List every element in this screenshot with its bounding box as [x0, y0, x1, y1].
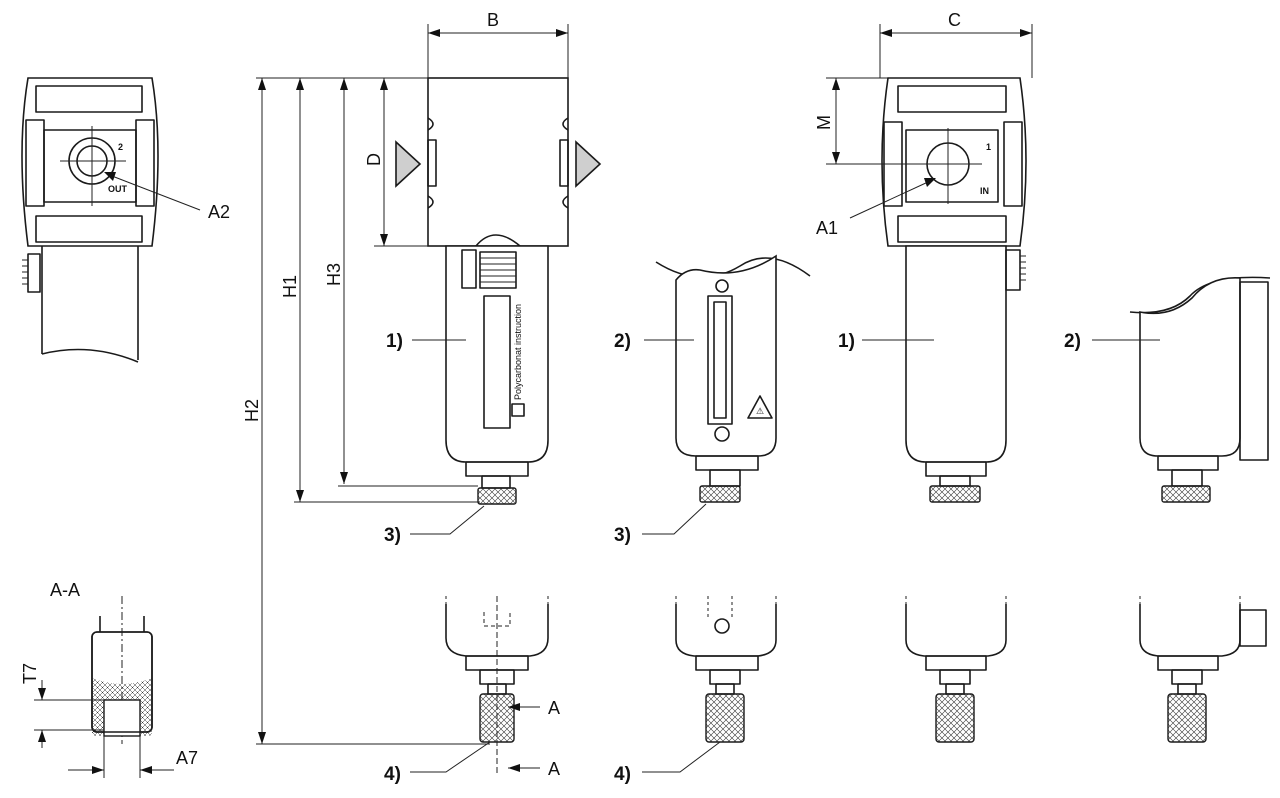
callout-2b: 2): [1064, 331, 1081, 352]
label-h3: H3: [324, 263, 344, 286]
label-h2: H2: [242, 399, 262, 422]
label-a1: A1: [816, 218, 838, 238]
bowl-text: Polycarbonat instruction: [513, 304, 523, 400]
dim-c: C: [879, 10, 1033, 78]
drain-detail-2: 4): [614, 596, 777, 785]
side-view-2: ⚠ 2) 3): [614, 254, 811, 546]
svg-text:⚠: ⚠: [756, 406, 764, 416]
label-d: D: [364, 153, 384, 166]
drain-detail-3: [905, 596, 1007, 743]
callout-3b: 3): [614, 525, 631, 546]
drain-detail-1: A A 4): [384, 596, 560, 785]
callout-4b: 4): [614, 764, 631, 785]
callout-1b: 1): [838, 331, 855, 352]
section-a-a: A-A T7 A7: [20, 580, 198, 778]
callout-2a: 2): [614, 331, 631, 352]
callout-4a: 4): [384, 764, 401, 785]
section-mark-bottom: A: [548, 759, 560, 779]
label-h1: H1: [280, 275, 300, 298]
side-view-1: Polycarbonat instruction 1) 3): [384, 77, 602, 546]
callout-3a: 3): [384, 525, 401, 546]
label-c: C: [948, 10, 961, 30]
label-a7: A7: [176, 748, 198, 768]
port-in-number: 1: [986, 142, 991, 152]
label-a2: A2: [208, 202, 230, 222]
drain-detail-4: [1139, 596, 1267, 743]
section-mark-top: A: [548, 698, 560, 718]
dim-b: B: [427, 10, 569, 78]
callout-1a: 1): [386, 331, 403, 352]
section-title: A-A: [50, 580, 80, 600]
port-out-label: OUT: [108, 184, 128, 194]
front-view-in: 1 IN A1 1): [816, 77, 1027, 503]
side-view-2b: 2): [1064, 276, 1271, 503]
dim-heights: H2 H1 H3: [242, 77, 490, 745]
dim-m: M: [814, 77, 948, 165]
port-in-label: IN: [980, 186, 989, 196]
label-m: M: [814, 115, 834, 130]
label-t7: T7: [20, 663, 40, 684]
label-b: B: [487, 10, 499, 30]
port-out-number: 2: [118, 142, 123, 152]
front-view-out: 2 OUT A2: [21, 77, 230, 363]
